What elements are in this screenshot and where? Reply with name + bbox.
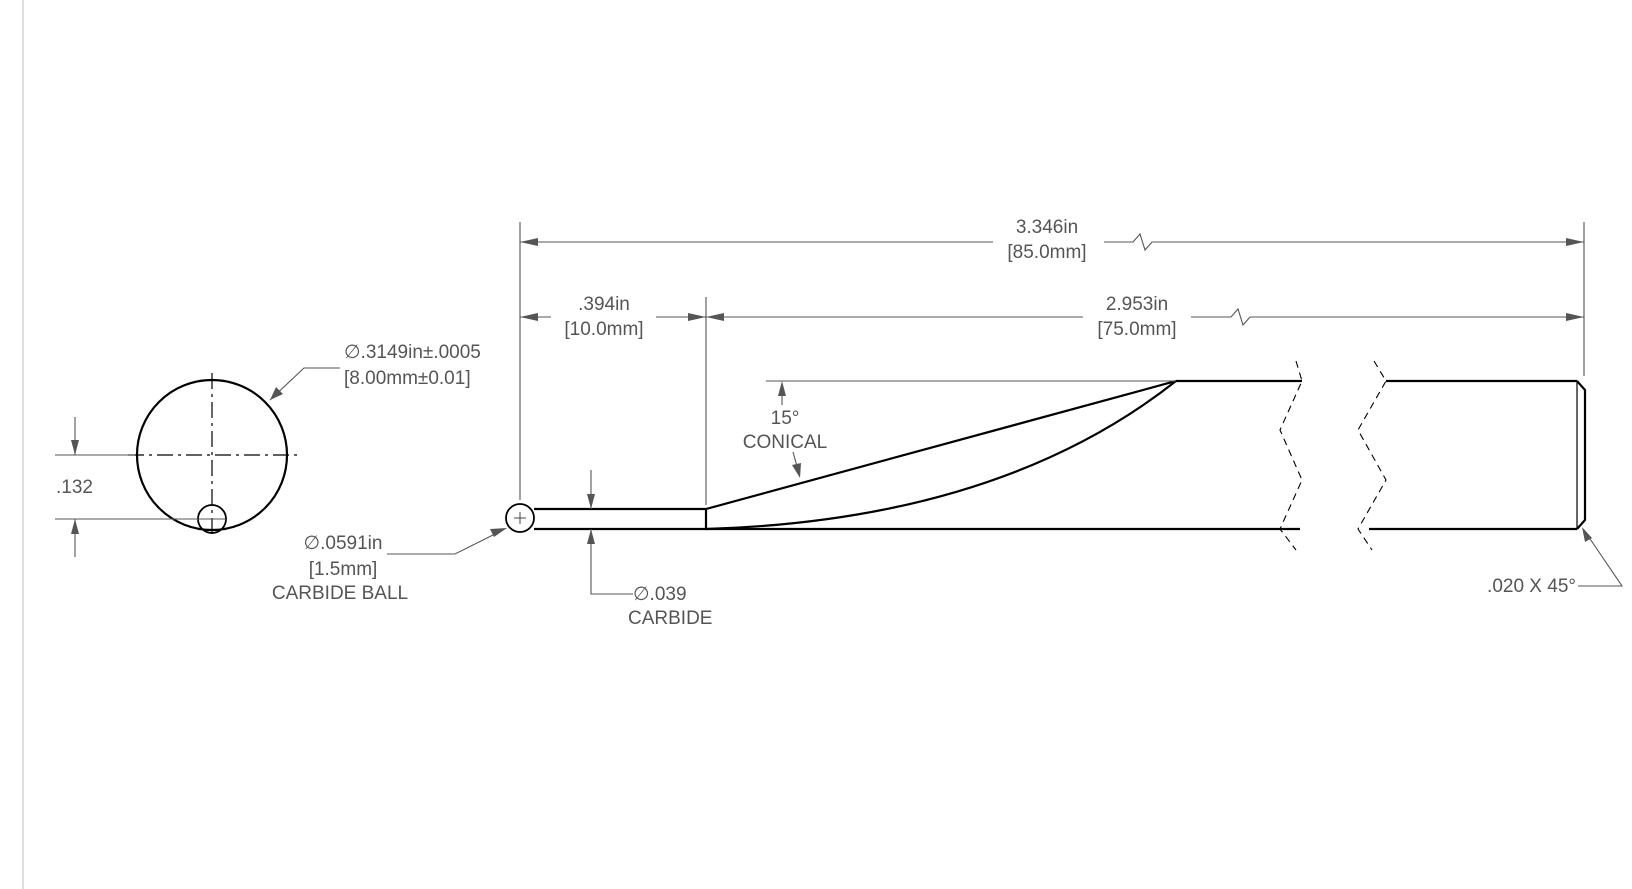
shank-diameter-mm-label: [8.00mm±0.01]	[344, 368, 471, 389]
shank-length-inch-label: 2.953in	[1106, 294, 1168, 315]
tip-length-inch-label: .394in	[578, 294, 630, 315]
overall-length-inch-label: 3.346in	[1016, 217, 1078, 238]
overall-length-mm-label: [85.0mm]	[1007, 242, 1086, 263]
cone-edge-top	[705, 379, 1177, 511]
side-view: 3.346in [85.0mm] .394in [10.0mm] 2.953in…	[272, 217, 1624, 629]
stem-diameter-label: ∅.039	[633, 584, 687, 605]
shank-diameter-inch-label: ∅.3149in±.0005	[344, 342, 481, 363]
chamfer-label: .020 X 45°	[1487, 576, 1576, 597]
cone-intersection-curve	[705, 380, 1177, 531]
end-view: .132 ∅.3149in±.0005 [8.00mm±0.01]	[55, 342, 481, 557]
cone-angle-label: 15°	[771, 408, 800, 429]
carbide-ball	[505, 503, 535, 533]
chamfer-leader	[1578, 529, 1624, 587]
ball-offset-label: .132	[56, 477, 93, 498]
tip-length-mm-label: [10.0mm]	[564, 319, 643, 340]
stem-diameter-leader	[590, 569, 633, 595]
stem-material-label: CARBIDE	[628, 608, 712, 629]
break-line-left	[1279, 360, 1303, 551]
shank-length-mm-label: [75.0mm]	[1097, 319, 1176, 340]
diameter-leader	[269, 367, 340, 401]
ball-material-label: CARBIDE BALL	[272, 583, 408, 604]
ball-diameter-inch-label: ∅.0591in	[304, 533, 383, 554]
ball-leader	[387, 529, 504, 555]
chamfered-end	[1576, 380, 1587, 530]
ball-diameter-mm-label: [1.5mm]	[309, 559, 378, 580]
break-line-right	[1357, 360, 1387, 551]
cone-type-label: CONICAL	[743, 432, 827, 453]
carbide-stem	[534, 507, 708, 531]
